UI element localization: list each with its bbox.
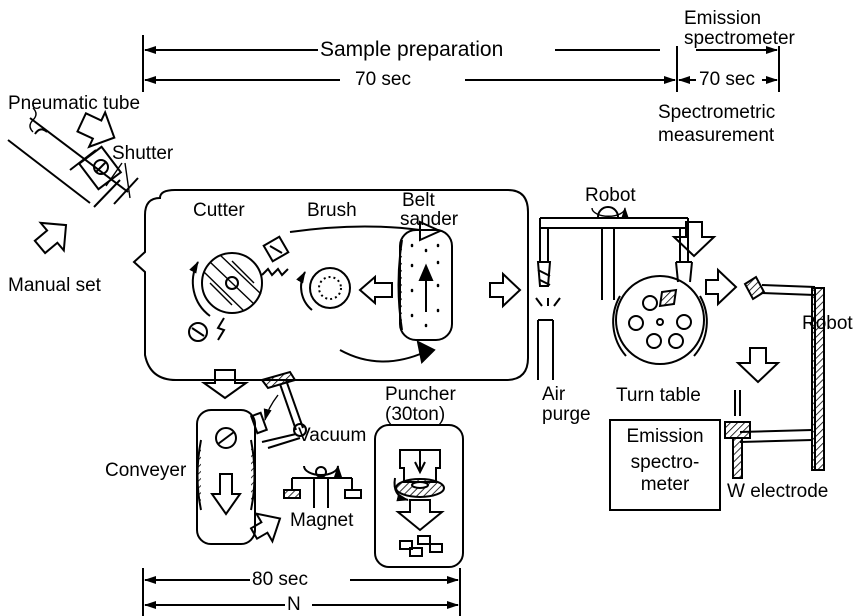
label-robot-top: Robot	[585, 185, 636, 206]
label-conveyer-duration: 80 sec	[252, 569, 308, 590]
timeline-top	[142, 35, 780, 92]
arrow-chamber-to-conveyer	[200, 369, 250, 400]
w-electrode	[724, 390, 751, 479]
label-robot-right: Robot	[802, 313, 853, 334]
robot-right	[739, 275, 825, 471]
shutter-pointer-lines	[105, 162, 131, 199]
label-w-electrode: W electrode	[727, 481, 829, 502]
label-shutter: Shutter	[112, 143, 174, 164]
label-cutter: Cutter	[193, 200, 245, 221]
robot-top	[536, 206, 693, 300]
magnet	[283, 465, 362, 508]
label-vacuum: Vacuum	[298, 425, 367, 446]
label-belt-line2: sander	[400, 209, 459, 230]
air-purge	[535, 297, 561, 380]
label-puncher-line2: (30ton)	[385, 404, 446, 425]
label-emission-spectrometer-line2: spectrometer	[684, 28, 795, 49]
label-brush: Brush	[307, 200, 357, 221]
label-belt-line1: Belt	[402, 190, 435, 211]
arrow-cutter-to-sander	[289, 225, 421, 233]
label-pneumatic-tube: Pneumatic tube	[8, 93, 141, 114]
label-spectrometric-line2: measurement	[658, 125, 775, 146]
arrow-robot-down-right	[735, 347, 781, 384]
label-sample-preparation: Sample preparation	[320, 38, 504, 61]
emission-spectrometer-box	[609, 419, 721, 511]
arrow-chamber-to-robot	[489, 271, 522, 309]
brush	[296, 267, 351, 311]
arrow-pneumatic-in	[76, 109, 116, 149]
label-spectrometer-box-line2: spectro-	[630, 452, 700, 473]
cutter	[189, 252, 263, 317]
label-prep-duration: 70 sec	[355, 69, 411, 90]
puncher	[374, 424, 464, 568]
label-puncher-line1: Puncher	[385, 384, 456, 405]
arrow-robot-down	[671, 221, 717, 258]
arrow-to-magnet	[249, 512, 282, 544]
cutter-chip	[188, 317, 226, 342]
conveyer	[196, 409, 256, 545]
arrow-table-to-robot	[705, 267, 738, 307]
label-spectrometer-box-line1: Emission	[626, 426, 704, 447]
label-conveyer: Conveyer	[105, 460, 187, 481]
sander-dots	[410, 243, 440, 328]
cut-sample-piece	[261, 235, 290, 277]
vacuum-arm	[249, 370, 307, 449]
label-turn-table: Turn table	[616, 385, 701, 406]
label-n: N	[287, 594, 301, 615]
turn-table	[612, 275, 708, 365]
belt-sander	[397, 229, 453, 341]
label-spectrometer-box-line3: meter	[640, 474, 690, 495]
label-spectrometric-line1: Spectrometric	[658, 102, 776, 123]
label-manual-set: Manual set	[8, 275, 101, 296]
label-air-purge-line2: purge	[542, 404, 591, 425]
preparation-chamber	[132, 189, 529, 381]
timeline-bottom	[142, 568, 461, 616]
label-magnet: Magnet	[290, 510, 354, 531]
arrow-manual-set-in	[33, 221, 68, 255]
label-emission-spectrometer-line1: Emission	[684, 8, 762, 29]
arrow-sander-to-brush	[358, 274, 393, 306]
label-air-purge-line1: Air	[542, 384, 566, 405]
arrow-return-bottom	[339, 349, 426, 363]
label-spec-duration: 70 sec	[699, 69, 755, 90]
